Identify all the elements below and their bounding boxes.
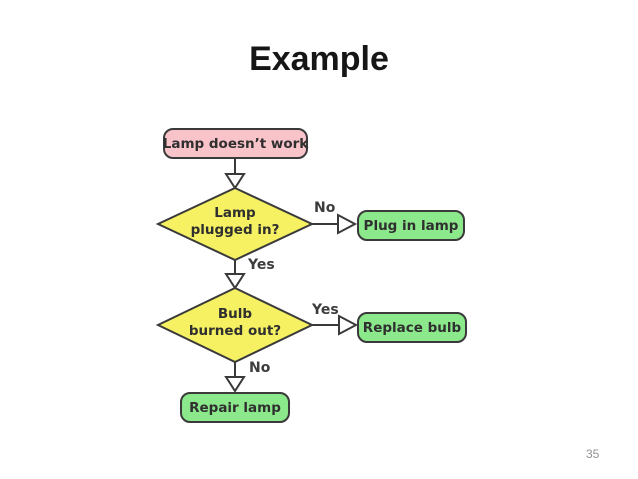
arrowhead-down-icon (224, 273, 246, 290)
arrowhead-right-icon (338, 314, 359, 336)
edge-label-plugged-yes: Yes (248, 257, 275, 273)
edge-label-plugged-no: No (314, 200, 336, 216)
edge-label-bulb-no: No (249, 360, 271, 376)
decision-plugged-label: Lamp plugged in? (190, 205, 280, 238)
action-node-repair-lamp: Repair lamp (180, 392, 290, 423)
action-node-replace-bulb: Replace bulb (357, 312, 467, 343)
slide-title: Example (249, 40, 389, 78)
action-node-plug-in-lamp: Plug in lamp (357, 210, 465, 241)
arrowhead-down-icon (224, 173, 246, 190)
arrowhead-down-icon (224, 376, 246, 393)
arrowhead-right-icon (337, 213, 358, 235)
decision-bulb-label: Bulb burned out? (188, 306, 282, 339)
start-node-lamp-doesnt-work: Lamp doesn’t work (163, 128, 308, 159)
page-number: 35 (586, 447, 600, 461)
edge-label-bulb-yes: Yes (312, 302, 339, 318)
